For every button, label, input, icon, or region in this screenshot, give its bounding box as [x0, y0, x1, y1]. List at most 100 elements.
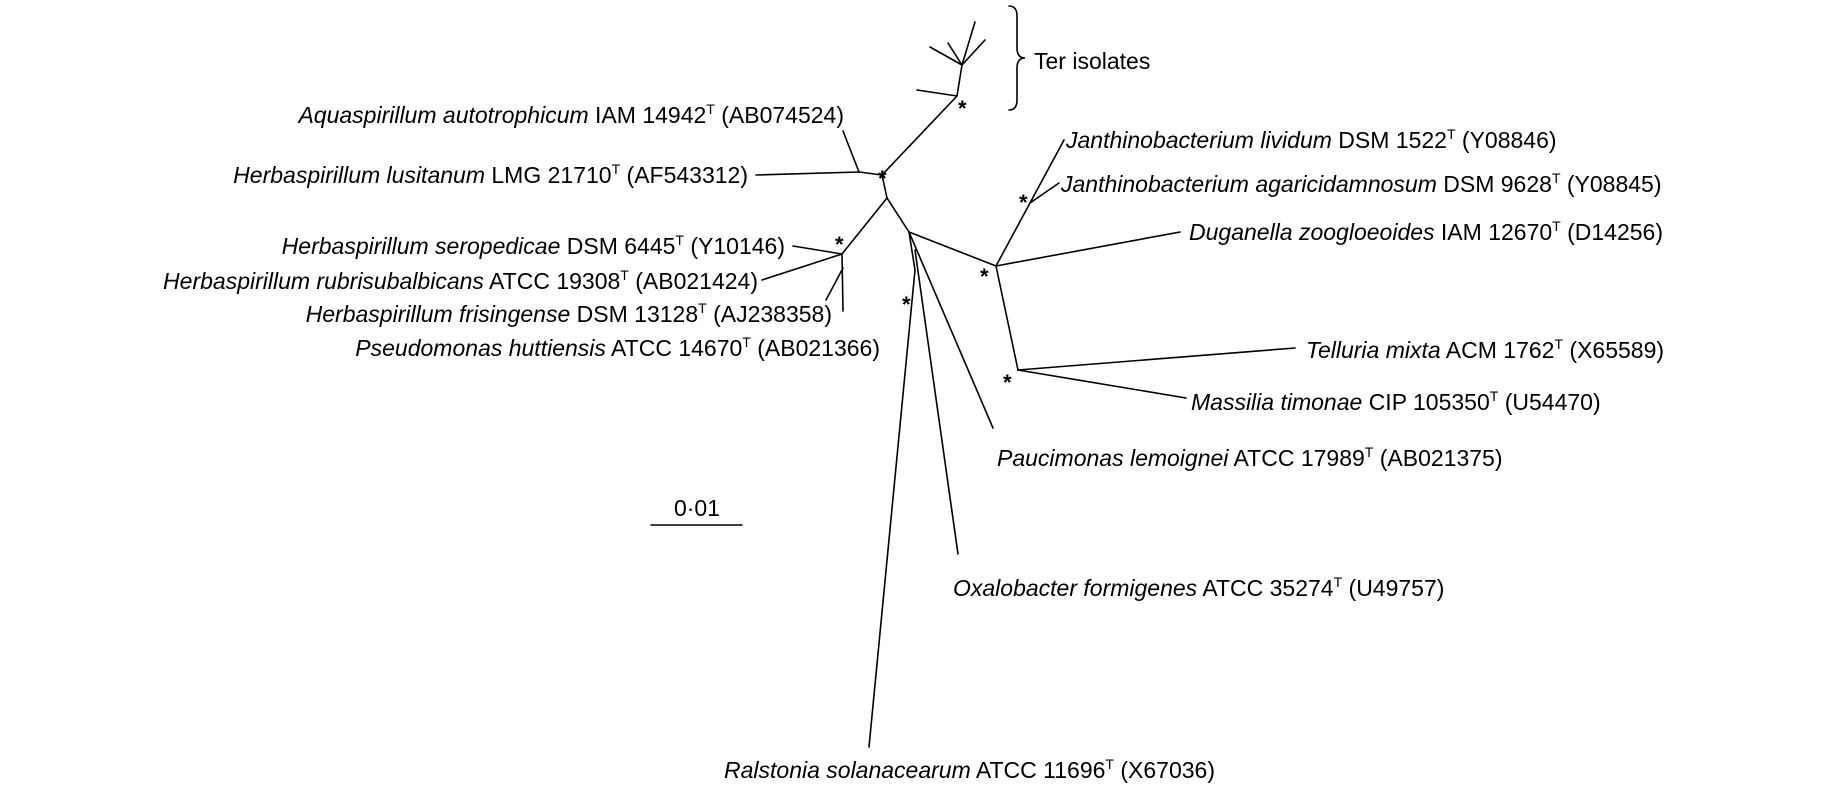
accession-number: (Y08845): [1567, 171, 1662, 197]
branch-aquaspirillum: [842, 130, 860, 173]
branch-ter-d: [961, 39, 986, 66]
support-marker: *: [1003, 370, 1012, 395]
taxon-label-ralstonia-solanacearum: Ralstonia solanacearum ATCC 11696T (X670…: [724, 748, 1215, 783]
species-name: Telluria mixta: [1306, 337, 1441, 363]
branch-ter-short: [916, 89, 958, 97]
species-name: Herbaspirillum lusitanum: [233, 162, 485, 188]
branch-ter-a: [929, 46, 963, 66]
species-name: Pseudomonas huttiensis: [355, 335, 606, 361]
strain-id: DSM 13128: [577, 301, 698, 327]
accession-number: (U49757): [1349, 575, 1445, 601]
branch-herb-lower: [841, 253, 844, 312]
type-strain-marker: T: [675, 232, 684, 248]
type-strain-marker: T: [612, 161, 621, 177]
accession-number: (AJ238358): [713, 301, 832, 327]
strain-id: DSM 6445: [567, 233, 676, 259]
strain-id: IAM 14942: [595, 102, 706, 128]
branch-h-rubrisubalbicans: [761, 253, 843, 281]
branch-ralstonia: [868, 269, 916, 748]
branch-tm-stem: [995, 265, 1019, 371]
strain-id: ATCC 35274: [1202, 575, 1333, 601]
branch-h-lusitanum: [755, 171, 860, 176]
branch-h-seropedicae: [792, 245, 843, 255]
taxon-label-pseudomonas-huttiensis: Pseudomonas huttiensis ATCC 14670T (AB02…: [355, 326, 880, 361]
type-strain-marker: T: [1105, 756, 1114, 772]
taxon-label-paucimonas-lemoignei: Paucimonas lemoignei ATCC 17989T (AB0213…: [997, 436, 1503, 471]
accession-number: (Y08846): [1462, 127, 1557, 153]
strain-id: DSM 1522: [1338, 127, 1447, 153]
type-strain-marker: T: [1365, 444, 1374, 460]
taxon-label-herbaspirillum-rubrisubalbicans: Herbaspirillum rubrisubalbicans ATCC 193…: [163, 259, 758, 294]
taxon-label-massilia-timonae: Massilia timonae CIP 105350T (U54470): [1191, 380, 1601, 415]
species-name: Paucimonas lemoignei: [997, 445, 1229, 471]
taxon-label-herbaspirillum-lusitanum: Herbaspirillum lusitanum LMG 21710T (AF5…: [233, 153, 748, 188]
accession-number: (U54470): [1505, 389, 1601, 415]
type-strain-marker: T: [1554, 336, 1563, 352]
taxon-label-janthinobacterium-lividum: Janthinobacterium lividum DSM 1522T (Y08…: [1065, 118, 1557, 153]
type-strain-marker: T: [742, 334, 751, 350]
taxon-label-oxalobacter-formigenes: Oxalobacter formigenes ATCC 35274T (U497…: [953, 566, 1444, 601]
taxon-label-telluria-mixta: Telluria mixta ACM 1762T (X65589): [1306, 328, 1664, 363]
species-name: Duganella zoogloeoides: [1189, 219, 1435, 245]
type-strain-marker: T: [1447, 126, 1456, 142]
strain-id: CIP 105350: [1369, 389, 1490, 415]
strain-id: ATCC 17989: [1234, 445, 1365, 471]
type-strain-marker: T: [698, 300, 707, 316]
branch-ter-b: [947, 42, 963, 66]
branch-ter-stem: [881, 95, 958, 176]
species-name: Herbaspirillum rubrisubalbicans: [163, 268, 484, 294]
species-name: Herbaspirillum seropedicae: [282, 233, 561, 259]
support-marker: *: [980, 264, 989, 289]
branch-central-1: [886, 197, 910, 233]
branch-j-agaricidamnosum: [1029, 182, 1060, 204]
accession-number: (X65589): [1569, 337, 1664, 363]
accession-number: (X67036): [1120, 757, 1215, 783]
branch-jd-stem: [908, 231, 997, 267]
taxon-label-janthinobacterium-agaricidamnosum: Janthinobacterium agaricidamnosum DSM 96…: [1060, 162, 1662, 197]
branch-ter-c: [961, 21, 976, 66]
type-strain-marker: T: [620, 267, 629, 283]
strain-id: ATCC 14670: [611, 335, 742, 361]
species-name: Ralstonia solanacearum: [724, 757, 971, 783]
strain-id: LMG 21710: [491, 162, 611, 188]
type-strain-marker: T: [1334, 574, 1343, 590]
species-name: Janthinobacterium lividum: [1065, 127, 1332, 153]
tree-branches: [755, 21, 1296, 748]
taxon-label-herbaspirillum-frisingense: Herbaspirillum frisingense DSM 13128T (A…: [306, 292, 832, 327]
branch-herb-stem: [841, 197, 888, 255]
taxon-label-herbaspirillum-seropedicae: Herbaspirillum seropedicae DSM 6445T (Y1…: [282, 224, 785, 259]
branch-duganella: [995, 231, 1181, 267]
taxon-labels: Aquaspirillum autotrophicum IAM 14942T (…: [163, 93, 1664, 783]
branch-h-lusitanum-internal: [858, 171, 883, 176]
taxon-label-aquaspirillum-autotrophicum: Aquaspirillum autotrophicum IAM 14942T (…: [296, 93, 844, 128]
accession-number: (AB021424): [635, 268, 758, 294]
type-strain-marker: T: [1490, 388, 1499, 404]
branch-oxa-ral-stem: [908, 231, 916, 271]
support-marker: *: [902, 292, 911, 317]
support-marker: *: [1019, 190, 1028, 215]
accession-number: (AB021375): [1380, 445, 1503, 471]
branch-ter-upper: [956, 64, 963, 97]
species-name: Janthinobacterium agaricidamnosum: [1060, 171, 1437, 197]
type-strain-marker: T: [706, 101, 715, 117]
scale-bar: 0·01: [650, 495, 743, 526]
species-name: Oxalobacter formigenes: [953, 575, 1198, 601]
branch-massilia: [1017, 369, 1187, 399]
type-strain-marker: T: [1552, 170, 1561, 186]
support-markers: * * * * * * *: [835, 96, 1028, 395]
accession-number: (Y10146): [690, 233, 785, 259]
branch-paucimonas: [908, 231, 994, 429]
species-name: Massilia timonae: [1191, 389, 1362, 415]
branch-h-frisingense: [825, 267, 844, 301]
strain-id: IAM 12670: [1441, 219, 1552, 245]
species-name: Herbaspirillum frisingense: [306, 301, 571, 327]
support-marker: *: [958, 96, 967, 121]
branch-oxalobacter: [914, 249, 959, 555]
species-name: Aquaspirillum autotrophicum: [296, 102, 588, 128]
strain-id: DSM 9628: [1443, 171, 1552, 197]
accession-number: (AB074524): [721, 102, 844, 128]
strain-id: ACM 1762: [1446, 337, 1555, 363]
scale-bar-label: 0·01: [674, 495, 720, 521]
accession-number: (D14256): [1567, 219, 1663, 245]
